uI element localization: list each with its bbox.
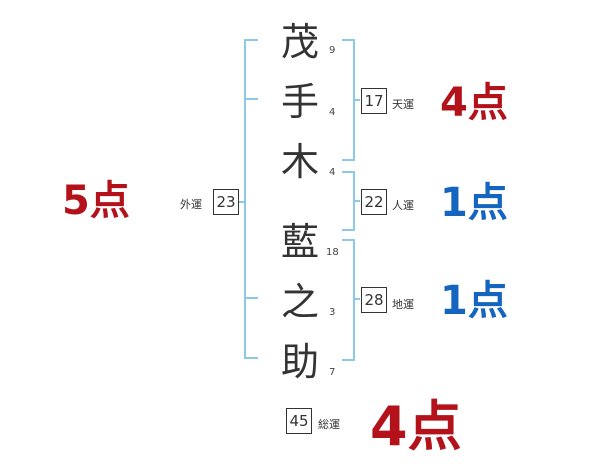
jinun-score: 1点 [440,180,508,226]
name-char-5: 之 [280,280,319,324]
name-char-4: 藍 [280,220,319,264]
chiun-score: 1点 [440,278,508,324]
name-char-2: 手 [280,80,319,124]
jinun-label: 人運 [392,199,414,212]
gaiun-value-box: 23 [213,189,239,215]
name-char-6: 助 [280,340,319,384]
souun-score: 4点 [370,395,462,458]
name-char-1: 茂 [280,20,319,64]
stroke-count-2: 4 [329,107,336,118]
stroke-count-1: 9 [329,45,336,56]
chiun-value-box: 28 [361,287,387,313]
jinun-value-box: 22 [361,189,387,215]
tenun-score: 4点 [440,80,508,126]
stroke-count-6: 7 [329,367,336,378]
chiun-bracket [342,239,355,361]
souun-label: 総運 [318,418,340,431]
chiun-label: 地運 [392,298,414,311]
tenun-value-box: 17 [361,88,387,114]
stroke-count-3: 4 [329,167,336,178]
souun-value-box: 45 [286,408,312,434]
gaiun-score: 5点 [62,178,130,224]
outer-bracket [244,39,258,359]
tenun-label: 天運 [392,98,414,111]
stroke-count-5: 3 [329,307,336,318]
jinun-bracket [342,171,355,231]
stroke-count-4: 18 [326,247,339,258]
name-char-3: 木 [280,140,319,184]
tenun-bracket [342,39,355,161]
gaiun-label: 外運 [180,198,202,211]
